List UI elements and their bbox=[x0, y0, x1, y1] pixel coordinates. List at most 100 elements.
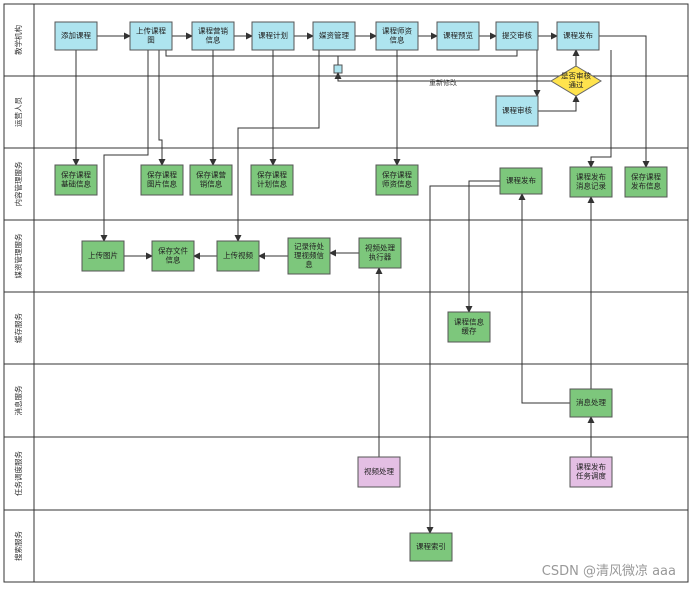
node-label: 缓存 bbox=[462, 326, 477, 336]
node-label: 提交审核 bbox=[502, 30, 532, 40]
node-upload-video: 上传视频 bbox=[216, 240, 260, 272]
edge-publish-to-index bbox=[426, 185, 500, 534]
node-label: 理视频信 bbox=[294, 250, 324, 260]
node-label: 课程发布 bbox=[576, 172, 606, 182]
node-course-publish-top: 课程发布 bbox=[556, 21, 600, 51]
lane-neirong: 内容管理服务 bbox=[4, 147, 688, 207]
node-box bbox=[495, 95, 539, 127]
node-box bbox=[216, 240, 260, 272]
node-label: 记录待处 bbox=[294, 241, 324, 251]
lane-renwu: 任务调度服务 bbox=[4, 436, 688, 496]
node-box bbox=[495, 21, 539, 51]
node-media-mgmt: 媒资管理 bbox=[312, 21, 356, 51]
node-box bbox=[81, 240, 125, 272]
node-upload-img: 上传图片 bbox=[81, 240, 125, 272]
node-label: 消息记录 bbox=[576, 181, 606, 191]
node-label: 保存课程 bbox=[147, 170, 177, 180]
node-add-course: 添加课程 bbox=[54, 21, 98, 51]
node-box bbox=[409, 532, 453, 562]
node-course-index: 课程索引 bbox=[409, 532, 453, 562]
edge-media-to-upload-video bbox=[234, 50, 320, 242]
node-box bbox=[287, 237, 331, 275]
node-label: 计划信息 bbox=[257, 179, 287, 189]
node-label: 信息 bbox=[390, 35, 405, 45]
node-label: 保存课程 bbox=[61, 170, 91, 180]
lane-label: 搜索服务 bbox=[13, 531, 23, 561]
node-box bbox=[624, 166, 668, 198]
node-label: 课程信息 bbox=[454, 317, 484, 327]
node-box bbox=[189, 164, 233, 196]
lane-label: 缓存服务 bbox=[13, 313, 23, 343]
node-box bbox=[54, 21, 98, 51]
node-course-publish-mid: 课程发布 bbox=[499, 167, 543, 195]
node-label: 课程发布 bbox=[563, 30, 593, 40]
node-label: 信息 bbox=[166, 255, 181, 265]
node-box bbox=[556, 21, 600, 51]
decision-shape bbox=[550, 65, 602, 97]
lane-meizi: 媒资管理服务 bbox=[4, 219, 688, 279]
node-label: 课程发布 bbox=[576, 462, 606, 472]
node-box bbox=[358, 237, 402, 269]
node-label: 上传图片 bbox=[88, 250, 118, 260]
lane-label: 运营人员 bbox=[13, 97, 23, 127]
lane-sousuo: 搜索服务 bbox=[4, 509, 688, 561]
node-box bbox=[375, 21, 419, 51]
lane-jiaoxue: 教学机构 bbox=[13, 25, 23, 55]
node-label: 上传课程 bbox=[136, 26, 166, 36]
edge-loop-bracket bbox=[165, 50, 518, 57]
node-label: 师资信息 bbox=[382, 179, 412, 189]
node-label: 上传视频 bbox=[223, 250, 253, 260]
node-label: 保存文件 bbox=[158, 246, 188, 256]
lane-huancun: 缓存服务 bbox=[4, 291, 688, 343]
node-box bbox=[54, 164, 98, 196]
node-box bbox=[251, 21, 295, 51]
node-box bbox=[436, 21, 480, 51]
edge-publish-to-cache bbox=[465, 180, 500, 313]
node-box bbox=[447, 311, 491, 343]
node-label: 课程发布 bbox=[506, 175, 536, 185]
node-label: 课程审核 bbox=[502, 105, 532, 115]
node-label: 任务调度 bbox=[576, 471, 606, 481]
node-label: 媒资管理 bbox=[319, 30, 349, 40]
watermark: CSDN @清风微凉 aaa bbox=[542, 564, 676, 579]
node-label: 课程计划 bbox=[258, 30, 288, 40]
node-label: 执行器 bbox=[369, 252, 392, 262]
node-box bbox=[499, 167, 543, 195]
lane-label: 消息服务 bbox=[13, 385, 23, 415]
node-label: 保存课营 bbox=[196, 170, 226, 180]
node-box bbox=[129, 21, 173, 51]
node-submit-audit: 提交审核 bbox=[495, 21, 539, 51]
node-label: 消息处理 bbox=[576, 397, 606, 407]
edge-msg-to-publish-mid bbox=[518, 193, 570, 404]
edge-publish-to-msg-record bbox=[587, 50, 612, 168]
node-label: 保存课程 bbox=[631, 172, 661, 182]
node-label: 信息 bbox=[206, 35, 221, 45]
node-box bbox=[569, 388, 613, 418]
lane-label: 媒资管理服务 bbox=[13, 233, 23, 278]
node-course-preview: 课程预览 bbox=[436, 21, 480, 51]
node-label: 图片信息 bbox=[147, 179, 177, 189]
node-label: 课程营销 bbox=[198, 26, 228, 36]
edge-audit-to-decision bbox=[538, 95, 580, 112]
edge-upload-course-img-to-upload-img bbox=[100, 50, 149, 242]
node-box bbox=[140, 164, 184, 196]
node-label: 图 bbox=[147, 36, 155, 45]
node-label: 视频处理 bbox=[364, 466, 394, 476]
lane-label: 内容管理服务 bbox=[13, 161, 23, 206]
node-label: 课程索引 bbox=[416, 541, 446, 551]
node-course-plan: 课程计划 bbox=[251, 21, 295, 51]
node-box bbox=[191, 21, 235, 51]
node-box bbox=[312, 21, 356, 51]
